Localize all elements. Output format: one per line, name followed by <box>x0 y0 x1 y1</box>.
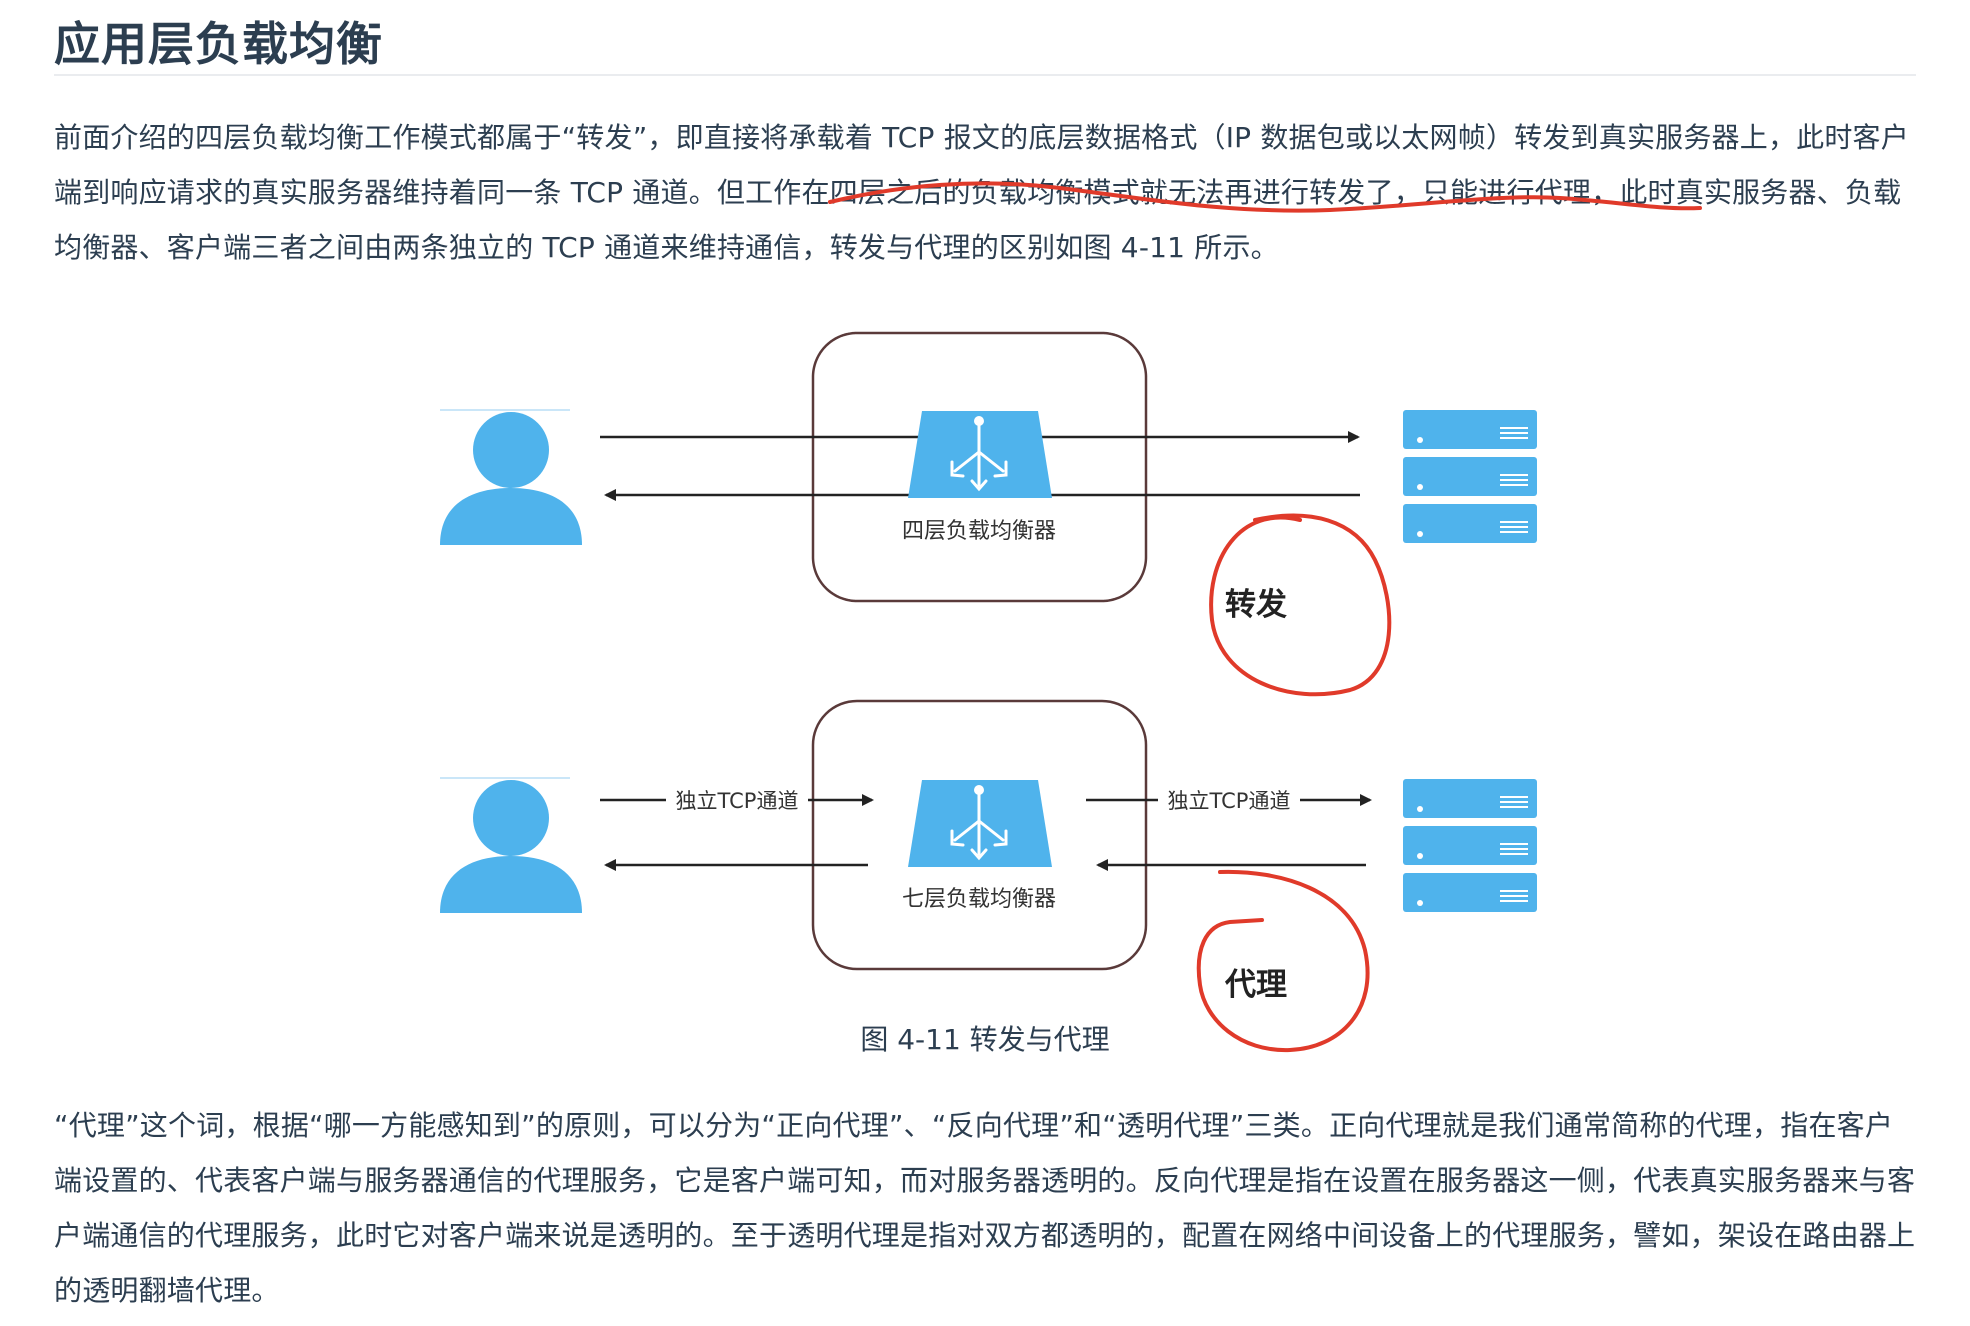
title-divider <box>54 74 1916 76</box>
red-circle-annotation-proxy <box>1196 869 1370 1053</box>
figure-caption: 图 4-11 转发与代理 <box>860 1023 1110 1056</box>
forward-annotation-label: 转发 <box>1225 587 1287 623</box>
l7-balancer-label: 七层负载均衡器 <box>902 887 1056 912</box>
server-icon <box>1403 779 1537 912</box>
red-circle-annotation-forward <box>1209 513 1392 697</box>
page-title: 应用层负载均衡 <box>54 17 383 71</box>
server-icon <box>1403 410 1537 543</box>
proxy-paragraph: “代理”这个词，根据“哪一方能感知到”的原则，可以分为“正向代理”、“反向代理”… <box>54 1109 1916 1307</box>
load-balancer-icon <box>908 780 1052 867</box>
l4-balancer-box <box>811 331 1148 603</box>
tcp-channel-label: 独立TCP通道 <box>676 789 799 813</box>
client-icon <box>440 409 582 545</box>
intro-paragraph: 前面介绍的四层负载均衡工作模式都属于“转发”，即直接将承载着 TCP 报文的底层… <box>54 121 1909 264</box>
client-icon <box>440 777 582 913</box>
load-balancer-icon <box>908 411 1052 498</box>
proxy-annotation-label: 代理 <box>1224 967 1287 1003</box>
l4-balancer-label: 四层负载均衡器 <box>902 519 1056 544</box>
red-underline-annotation <box>828 181 1702 213</box>
tcp-channel-label: 独立TCP通道 <box>1168 789 1291 813</box>
l7-balancer-box <box>811 699 1148 971</box>
